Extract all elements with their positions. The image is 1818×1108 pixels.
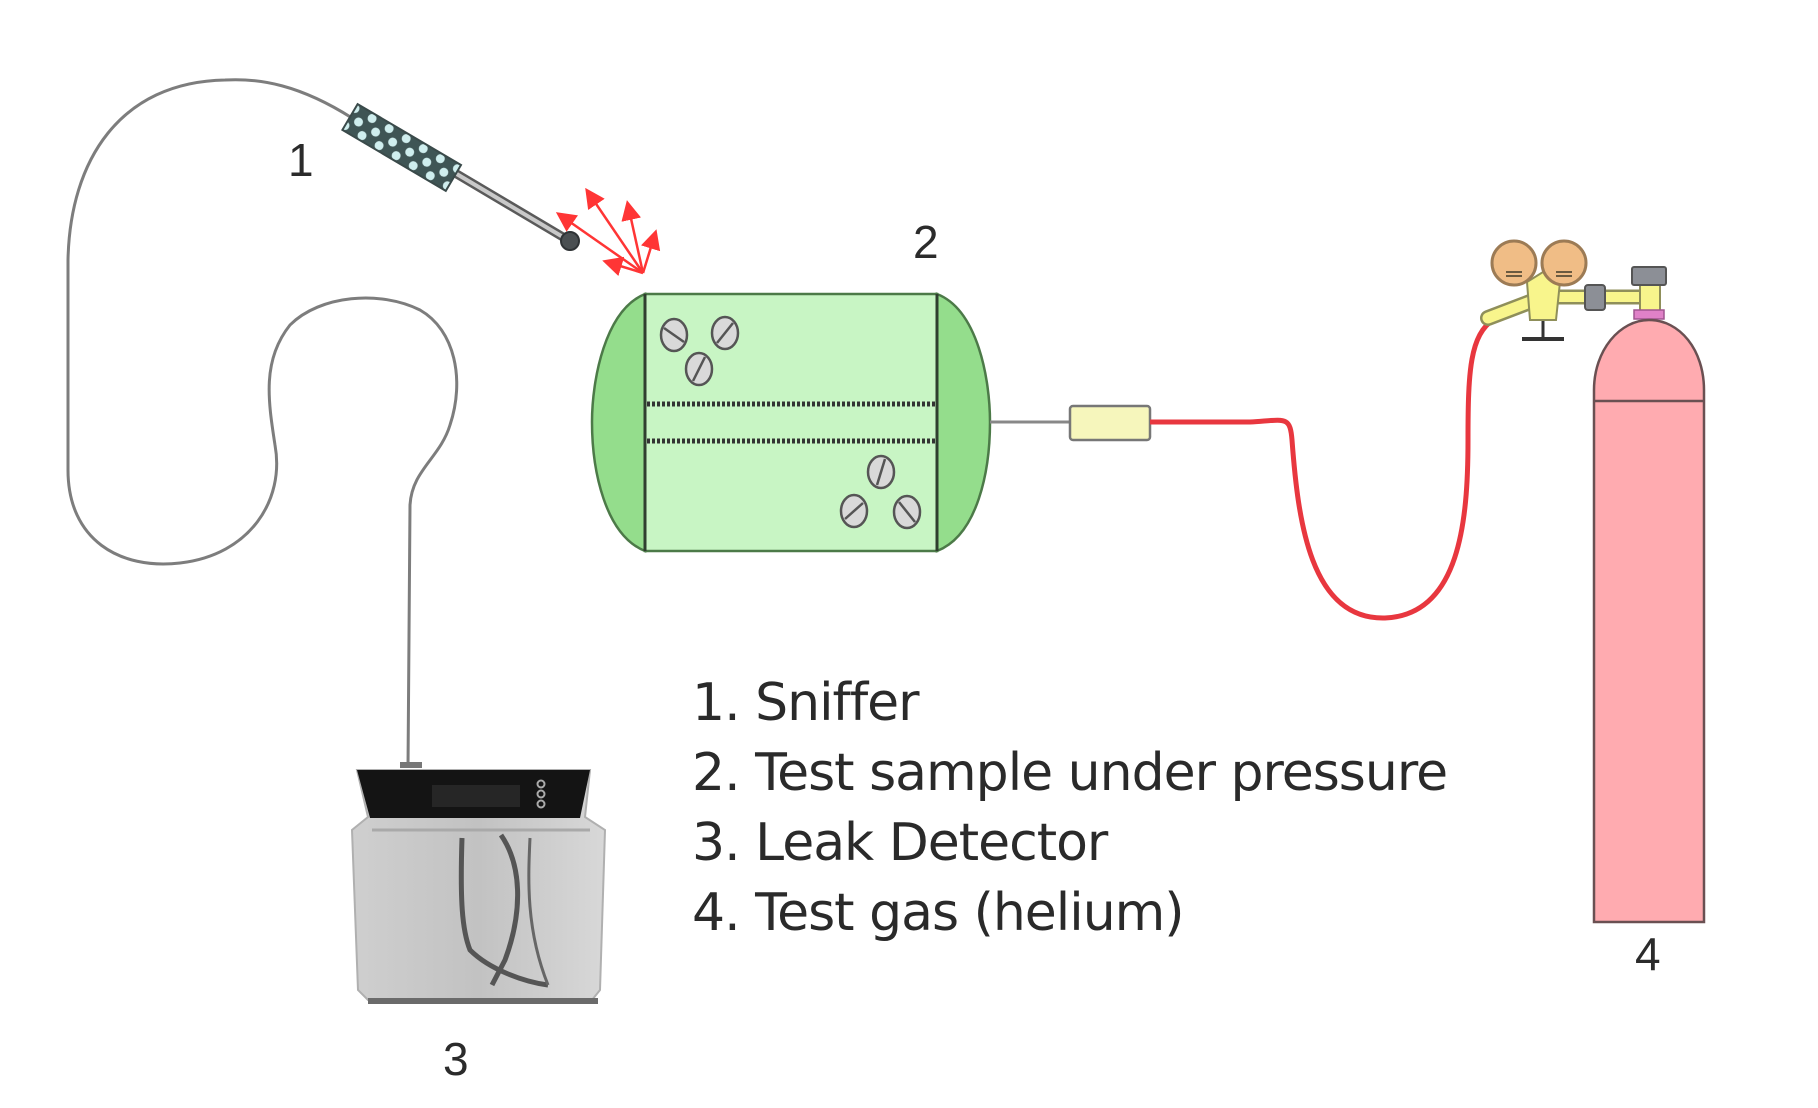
screw-icon <box>659 315 922 530</box>
legend: 1. Sniffer 2. Test sample under pressure… <box>692 668 1448 948</box>
sniffer-cable <box>66 78 459 769</box>
pressure-gauge-icon <box>1490 239 1538 287</box>
leak-detector <box>350 762 607 1004</box>
label-sniffer: 1 <box>288 134 314 186</box>
label-test-gas: 4 <box>1635 928 1661 980</box>
hose-coupling <box>1068 404 1152 442</box>
sniffer-probe <box>341 102 580 251</box>
legend-item-test-gas: 4. Test gas (helium) <box>692 883 1185 943</box>
test-sample-tank <box>590 292 992 553</box>
helium-hose <box>1150 316 1496 621</box>
helium-cylinder <box>1592 318 1706 924</box>
pressure-regulator <box>1480 239 1667 341</box>
label-leak-detector: 3 <box>443 1033 469 1085</box>
legend-item-sniffer: 1. Sniffer <box>692 673 920 733</box>
button-icon <box>536 779 546 809</box>
leak-arrows-icon <box>555 187 661 276</box>
label-test-sample: 2 <box>913 216 939 268</box>
legend-item-leak-detector: 3. Leak Detector <box>692 813 1108 873</box>
legend-item-test-sample: 2. Test sample under pressure <box>692 743 1448 803</box>
pressure-gauge-icon <box>1540 239 1588 287</box>
